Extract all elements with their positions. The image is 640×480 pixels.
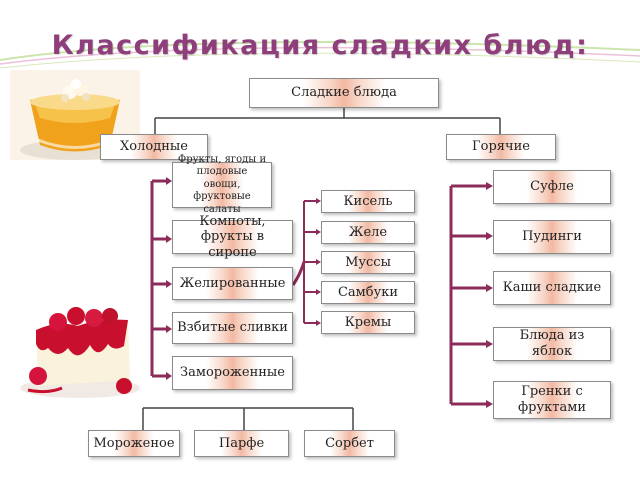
frozen-item-sorbet: Сорбет [304, 430, 395, 457]
jellied-item-mousse: Муссы [321, 251, 415, 274]
hot-item-sweet-porridge: Каши сладкие [493, 271, 611, 305]
frozen-item-parfait: Парфе [194, 430, 289, 457]
dessert-parfait-photo [10, 70, 140, 160]
jellied-item-kissel: Кисель [321, 190, 415, 213]
jellied-item-creams: Кремы [321, 311, 415, 334]
frozen-item-ice-cream: Мороженое [88, 430, 180, 457]
raspberry-cheesecake-photo [18, 290, 142, 400]
hot-item-puddings: Пудинги [493, 220, 611, 254]
hot-category: Горячие [446, 134, 556, 160]
hot-item-souffle: Суфле [493, 170, 611, 204]
cold-group-jellied: Желированные [172, 267, 293, 300]
cold-group-compotes: Компоты, фрукты в сиропе [172, 214, 293, 260]
root-node: Сладкие блюда [249, 78, 439, 108]
hot-item-apple-dishes: Блюда из яблок [493, 327, 611, 361]
cold-group-frozen: Замороженные [172, 356, 293, 390]
page-title: Классификация сладких блюд: [51, 30, 589, 61]
hot-item-toast-with-fruit: Гренки с фруктами [493, 381, 611, 419]
jellied-item-jelly: Желе [321, 221, 415, 244]
cold-category: Холодные [100, 134, 208, 160]
cold-group-fruits: Фрукты, ягоды и плодовые овощи, фруктовы… [172, 154, 272, 215]
jellied-item-sambuki: Самбуки [321, 281, 415, 304]
cold-group-whipped-cream: Взбитые сливки [172, 312, 293, 344]
